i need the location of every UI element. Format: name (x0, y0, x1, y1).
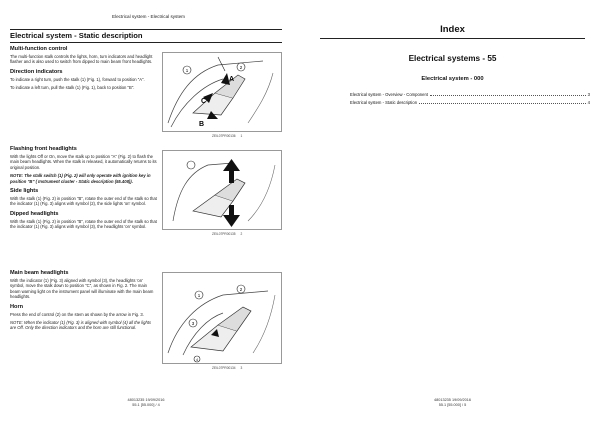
page-footer: 48013235 19/09/2016 55.1 [55.000] / 5 (320, 398, 585, 407)
title-rule (10, 42, 282, 43)
figure-label: C (201, 98, 206, 105)
section-heading: Main beam headlights (10, 270, 69, 276)
right-page: Index Electrical systems - 55 Electrical… (300, 0, 600, 426)
section-heading: Dipped headlights (10, 210, 59, 217)
stalk-illustration-2 (172, 159, 276, 227)
section-heading: Flashing front headlights (10, 146, 77, 152)
figure-number: 2 (240, 232, 243, 236)
footer-page: 55.1 [55.000] / 5 (438, 402, 467, 407)
system-title: Electrical systems - 55 (408, 54, 497, 63)
figure-number: 1 (240, 134, 243, 138)
section-heading: Multi-function control (10, 46, 68, 52)
figure-number: 3 (240, 366, 243, 370)
figure-label: 1 (198, 293, 201, 298)
figure-label: B (199, 121, 204, 128)
toc-item[interactable]: Electrical system - Static description 4 (350, 100, 590, 105)
toc-item-page: 3 (587, 92, 590, 97)
note-text: NOTE: When the indicator (1) (Fig. 3) is… (10, 320, 152, 331)
note-paragraph: NOTE: When the indicator (1) (Fig. 3) is… (10, 320, 158, 331)
toc-leader (429, 95, 586, 96)
figure-caption: ZEIL07PR00134 3 (212, 366, 242, 370)
figure-1: 1 2 A B C (162, 52, 282, 132)
note-paragraph: NOTE: The stalk switch (1) (Fig. 2) will… (10, 173, 158, 184)
text-column: Multi-function control The multi-functio… (10, 46, 158, 91)
section-paragraph: The multi-function stalk controls the li… (10, 54, 153, 65)
figure-3: 1 2 3 4 (162, 272, 282, 364)
section-paragraph: With the indicator (1) (Fig. 3) aligned … (10, 278, 154, 300)
figure-code: ZEIL07PR00134 (212, 366, 236, 370)
section-paragraph: With the stalk (1) (Fig. 2) in position … (10, 196, 157, 207)
section-heading: Side lights (10, 188, 39, 195)
section-paragraph: With the stalk (1) (Fig. 2) in position … (10, 218, 157, 230)
stalk-illustration-1: 1 2 A B C (167, 56, 274, 128)
toc-item-page: 4 (587, 100, 590, 105)
left-page: Electrical system - Electrical system El… (10, 14, 282, 407)
stalk-illustration-3: 1 2 3 4 (167, 284, 276, 363)
subsystem-title: Electrical system - 000 (421, 76, 484, 82)
page-footer: 48013235 19/09/2016 55.1 [55.000] / 4 (10, 398, 282, 407)
section-paragraph: To indicate a left turn, pull the stalk … (10, 85, 135, 91)
figure-label: 3 (192, 321, 195, 326)
figure-code: ZEIL07PR00136 (212, 134, 236, 138)
index-rule (320, 38, 585, 39)
index-title: Index (440, 24, 465, 35)
note-text: NOTE: The stalk switch (1) (Fig. 2) will… (10, 173, 151, 184)
figure-2 (162, 150, 282, 230)
figure-code: ZEIL07PR00135 (212, 232, 236, 236)
section-heading: Horn (10, 303, 24, 310)
toc-item-text: Electrical system - Overview - Component (350, 92, 428, 97)
page-title: Electrical system - Static description (10, 31, 143, 40)
footer-ref: 48013235 19/09/2016 (434, 398, 471, 402)
figure-label: 1 (186, 68, 189, 73)
section-paragraph: With the lights Off or On, move the stal… (10, 154, 157, 170)
figure-caption: ZEIL07PR00135 2 (212, 232, 242, 236)
figure-label: A (229, 76, 234, 83)
text-column-2: Flashing front headlights With the light… (10, 146, 158, 230)
footer-ref: 48013235 19/09/2016 (127, 398, 165, 402)
text-column-3: Main beam headlights With the indicator … (10, 270, 158, 331)
section-paragraph: To indicate a right turn, push the stalk… (10, 76, 145, 82)
running-header: Electrical system - Electrical system (112, 14, 186, 19)
header-rule (10, 29, 282, 30)
section-heading: Direction indicators (10, 68, 63, 75)
toc-item[interactable]: Electrical system - Overview - Component… (350, 92, 590, 97)
figure-caption: ZEIL07PR00136 1 (212, 134, 242, 138)
toc-leader (419, 103, 586, 104)
toc-item-text: Electrical system - Static description (350, 100, 418, 105)
section-paragraph: Press the end of control (2) on the stem… (10, 311, 144, 317)
figure-label: 2 (240, 287, 243, 292)
footer-page: 55.1 [55.000] / 4 (132, 402, 160, 407)
figure-label: 4 (196, 358, 198, 362)
figure-label: 2 (240, 65, 243, 70)
